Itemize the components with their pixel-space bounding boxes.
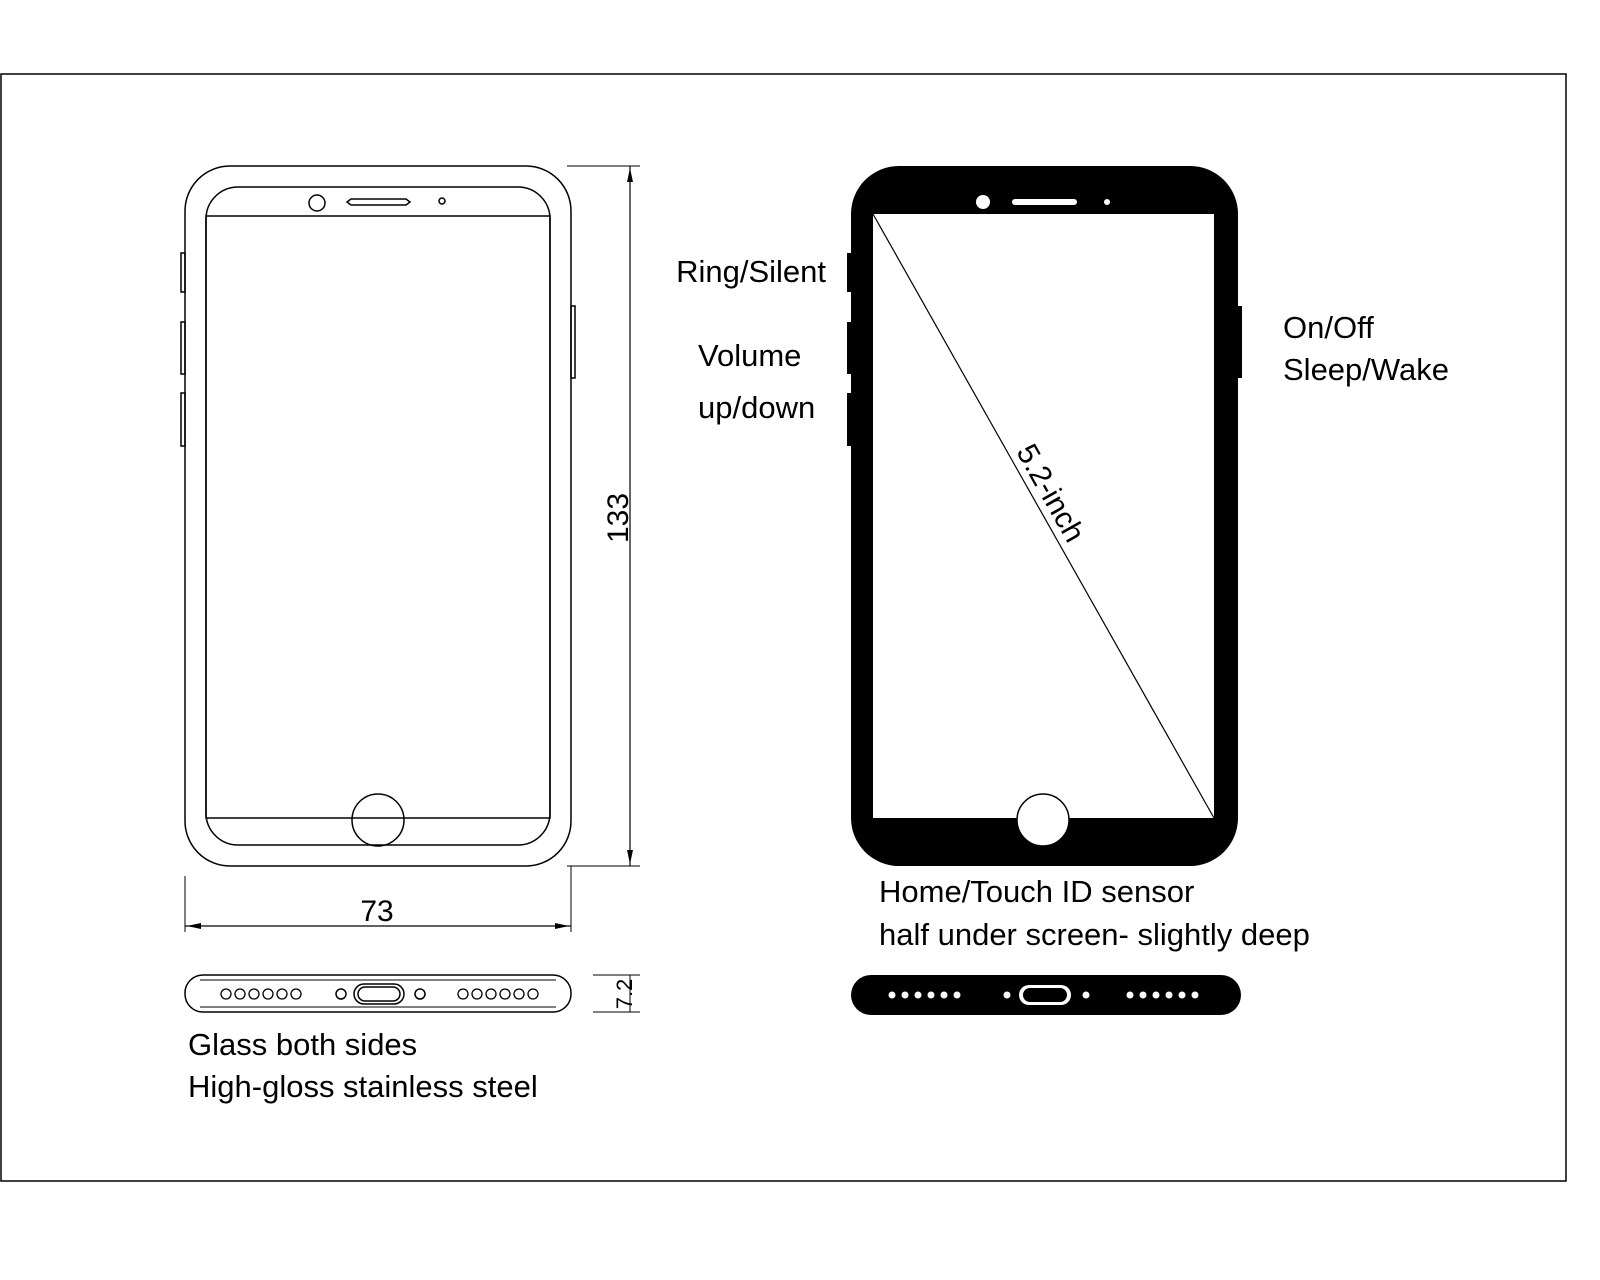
speaker-grille-hole bbox=[1152, 991, 1160, 999]
speaker-grille-hole bbox=[290, 988, 302, 1000]
bottom-outline-view bbox=[184, 974, 572, 1013]
speaker-grille-hole bbox=[234, 988, 246, 1000]
speaker-grille-hole bbox=[914, 991, 922, 999]
speaker-grille-hole bbox=[262, 988, 274, 1000]
speaker-grille-hole bbox=[1178, 991, 1186, 999]
volume-down-button bbox=[180, 392, 186, 447]
speaker-grille-hole bbox=[953, 991, 961, 999]
front-solid-view: 5.2-inch bbox=[847, 166, 1242, 866]
home-button-outline bbox=[351, 793, 405, 847]
ring-silent-switch bbox=[180, 252, 186, 293]
speaker-grille-hole bbox=[471, 988, 483, 1000]
lightning-port bbox=[353, 983, 405, 1005]
screw-hole bbox=[414, 988, 426, 1000]
sensor-dot bbox=[1104, 199, 1110, 205]
volume-down-button bbox=[847, 393, 853, 446]
speaker-grille-hole bbox=[1126, 991, 1134, 999]
bottom-edge-outline bbox=[184, 974, 572, 1013]
screw-hole bbox=[1082, 991, 1090, 999]
speaker-grille-hole bbox=[1165, 991, 1173, 999]
speaker-grille-hole bbox=[499, 988, 511, 1000]
speaker-grille-hole bbox=[527, 988, 539, 1000]
screen-outline bbox=[205, 215, 551, 819]
height-dimension: 133 bbox=[567, 165, 640, 867]
volume-up-button bbox=[847, 322, 853, 374]
power-button bbox=[570, 305, 576, 379]
home-sensor-label-line1: Home/Touch ID sensor bbox=[879, 874, 1194, 909]
width-dimension: 73 bbox=[184, 866, 572, 932]
speaker-grille-hole bbox=[457, 988, 469, 1000]
drawing-frame bbox=[0, 73, 1567, 1182]
speaker-grille-hole bbox=[940, 991, 948, 999]
height-dimension-label: 133 bbox=[602, 493, 635, 543]
front-glass-outline bbox=[205, 186, 551, 846]
power-button bbox=[1236, 306, 1242, 378]
volume-label-line1: Volume bbox=[698, 338, 801, 373]
microphone-hole bbox=[335, 988, 347, 1000]
speaker-grille-hole bbox=[220, 988, 232, 1000]
earpiece-speaker bbox=[345, 198, 412, 206]
home-sensor-label-line2: half under screen- slightly deep bbox=[879, 917, 1310, 952]
volume-label-line2: up/down bbox=[698, 390, 815, 425]
speaker-grille-hole bbox=[248, 988, 260, 1000]
power-label-line2: Sleep/Wake bbox=[1283, 352, 1449, 387]
material-note-line1: Glass both sides bbox=[188, 1027, 417, 1062]
bottom-solid-view bbox=[851, 975, 1241, 1015]
material-note-line2: High-gloss stainless steel bbox=[188, 1069, 538, 1104]
microphone-hole bbox=[1003, 991, 1011, 999]
speaker-grille-hole bbox=[927, 991, 935, 999]
speaker-grille-hole bbox=[485, 988, 497, 1000]
ring-silent-switch bbox=[847, 253, 853, 292]
speaker-grille-hole bbox=[888, 991, 896, 999]
front-camera-icon bbox=[976, 195, 990, 209]
front-outline-view bbox=[180, 165, 576, 867]
screen-diagonal-line bbox=[872, 213, 1215, 819]
speaker-grille-hole bbox=[901, 991, 909, 999]
speaker-grille-hole bbox=[1139, 991, 1147, 999]
speaker-grille-hole bbox=[1191, 991, 1199, 999]
speaker-grille-hole bbox=[276, 988, 288, 1000]
thickness-dimension-label: 7.2 bbox=[612, 979, 637, 1010]
earpiece-speaker bbox=[1012, 199, 1077, 205]
volume-up-button bbox=[180, 321, 186, 375]
ring-silent-label: Ring/Silent bbox=[676, 254, 826, 289]
home-button bbox=[1016, 793, 1070, 847]
width-dimension-label: 73 bbox=[360, 895, 393, 928]
power-label-line1: On/Off bbox=[1283, 310, 1374, 345]
sensor-dot bbox=[438, 197, 446, 205]
speaker-grille-hole bbox=[513, 988, 525, 1000]
thickness-dimension: 7.2 bbox=[593, 974, 640, 1013]
phone-body-outline bbox=[184, 165, 572, 867]
front-camera-icon bbox=[308, 194, 326, 212]
